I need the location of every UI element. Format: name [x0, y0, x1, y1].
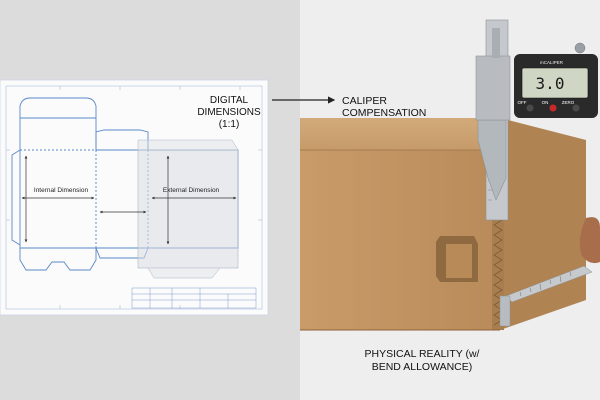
steel-ruler: [499, 265, 593, 327]
title-block: [131, 287, 257, 309]
dimension-lines: [21, 155, 237, 245]
caliper-reading: 3.0: [535, 74, 565, 93]
finger: [579, 217, 600, 264]
caliper-on-button: ON: [541, 100, 549, 105]
digital-caliper: [475, 19, 598, 221]
external-dimension-label: External Dimension: [162, 187, 220, 194]
caliper-zero-button: ZERO: [561, 100, 575, 105]
internal-dimension-label: Internal Dimension: [33, 187, 89, 194]
digital-dimensions-label: DIGITAL DIMENSIONS (1:1): [197, 95, 261, 130]
physical-reality-label: PHYSICAL REALITY (w/ BEND ALLOWANCE): [364, 348, 480, 373]
cardboard-box: [300, 118, 586, 331]
external-overlay: [137, 139, 239, 279]
caliper-off-button: OFF: [517, 100, 527, 105]
caliper-brand: mCALIPER: [540, 60, 564, 65]
caliper-compensation-label: CALIPER COMPENSATION: [342, 95, 427, 119]
